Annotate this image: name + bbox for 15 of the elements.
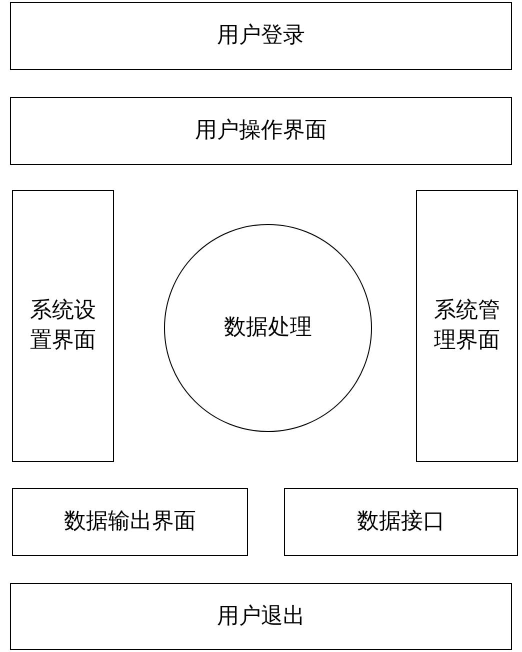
logout-box	[10, 583, 512, 650]
node-label: 数据处理	[224, 314, 312, 342]
interface-box	[284, 488, 518, 556]
node-label: 数据接口	[357, 508, 445, 536]
node-label: 用户操作界面	[195, 117, 327, 146]
login-box	[10, 2, 512, 70]
management-panel	[416, 190, 518, 462]
settings-panel	[12, 190, 114, 462]
interface-box	[10, 97, 512, 165]
node-label: 系统管理界面	[433, 297, 501, 355]
node-label: 数据输出界面	[64, 508, 196, 536]
node-label: 用户登录	[217, 22, 305, 50]
node-label: 用户退出	[217, 602, 305, 631]
output-box	[12, 488, 248, 556]
node-label: 系统设置界面	[29, 297, 97, 355]
